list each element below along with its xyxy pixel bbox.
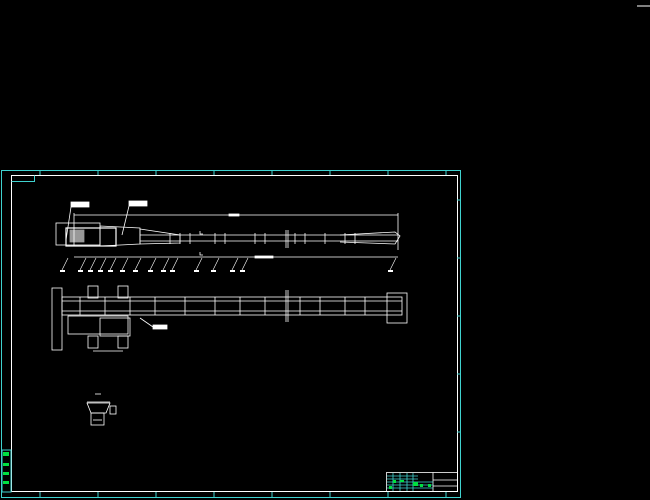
balloon-label [78, 270, 83, 272]
balloon-label [170, 270, 175, 272]
leader-label-3 [152, 324, 168, 330]
balloon-label [88, 270, 93, 272]
balloon-label [133, 270, 138, 272]
zone-ticks [39, 171, 461, 497]
cross-section-detail [86, 393, 117, 426]
side-strip [1, 449, 12, 493]
leader-line [134, 257, 142, 271]
leader-line [99, 257, 107, 271]
corner-label-box [11, 175, 35, 182]
leader-line [162, 257, 170, 271]
leader-label-1 [70, 201, 90, 208]
balloon-label [230, 270, 235, 272]
leader-line [121, 257, 129, 271]
side-elevation-view [55, 200, 401, 272]
leader-line [89, 257, 97, 271]
balloon-label [211, 270, 216, 272]
leader-line [231, 257, 239, 271]
balloon-label [388, 270, 393, 272]
balloon-label [108, 270, 113, 272]
balloon-label [120, 270, 125, 272]
balloon-label [98, 270, 103, 272]
leader-line [109, 257, 117, 271]
leader-line [79, 257, 87, 271]
title-block-text [389, 480, 431, 489]
title-block [386, 472, 458, 492]
balloon-label [194, 270, 199, 272]
outer-sheet-border [1, 170, 461, 498]
balloon-label [60, 270, 65, 272]
leader-line [241, 257, 249, 271]
drawing-sheet [1, 170, 461, 498]
leader-line [389, 257, 397, 271]
leader-line [212, 257, 220, 271]
leader-line [149, 257, 157, 271]
leader-line [195, 257, 203, 271]
leader-line [61, 257, 69, 271]
balloon-label [161, 270, 166, 272]
leader-label-2 [128, 200, 148, 207]
leader-line [171, 257, 179, 271]
inner-frame [11, 175, 458, 492]
plan-view [51, 285, 408, 352]
balloon-label [148, 270, 153, 272]
balloon-label [240, 270, 245, 272]
